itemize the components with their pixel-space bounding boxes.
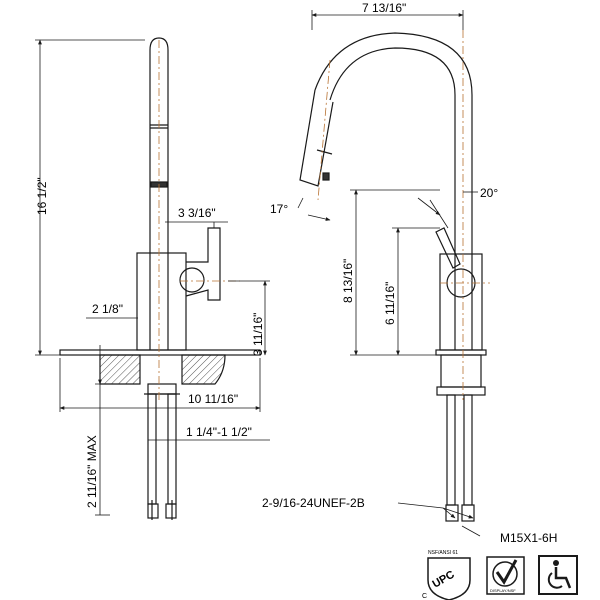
front-countertop (99, 354, 141, 385)
side-gooseneck (329, 47, 456, 350)
side-view (299, 32, 487, 522)
front-dimensions (35, 39, 270, 516)
dim-body-height: 3 11/16" (251, 313, 265, 356)
wheelchair-accessible-icon (538, 555, 578, 595)
front-handle (185, 227, 221, 301)
callout-hose-thread: M15X1-6H (500, 531, 557, 545)
dim-spout-height: 8 13/16" (341, 259, 355, 303)
upc-c-text: C (422, 593, 427, 600)
dim-max-deck: 2 11/16" MAX (85, 435, 99, 508)
lead-free-check-icon: DISPLAY/NSF (486, 556, 525, 595)
dim-deck-span: 10 11/16" (188, 392, 238, 406)
dim-overall-height: 16 1/2" (35, 177, 49, 215)
side-spray-head (299, 89, 334, 187)
dim-handle-height: 3 3/16" (178, 206, 216, 220)
callout-supply-thread: 2-9/16-24UNEF-2B (262, 496, 365, 510)
side-body (439, 253, 483, 351)
front-body (136, 252, 187, 351)
upc-mark-text: UPC (431, 569, 457, 591)
dim-hole-diameter: 1 1/4"-1 1/2" (186, 425, 252, 439)
front-spout-tube (149, 37, 169, 350)
side-dimensions (297, 10, 481, 537)
front-deck-plate (59, 349, 261, 356)
lead-free-small-text: DISPLAY/NSF (490, 588, 516, 593)
upc-mark-icon: NSF/ANSI 61 UPC C (422, 550, 471, 600)
dim-spout-angle: 20° (480, 186, 498, 200)
side-lever (435, 227, 461, 269)
dim-spout-reach: 7 13/16" (362, 1, 406, 15)
dim-spray-angle: 17° (270, 202, 288, 216)
dim-handle-side-height: 6 11/16" (383, 282, 397, 325)
dim-body-offset: 2 1/8" (92, 302, 123, 316)
front-view (59, 37, 261, 520)
upc-small-text: NSF/ANSI 61 (428, 550, 458, 556)
